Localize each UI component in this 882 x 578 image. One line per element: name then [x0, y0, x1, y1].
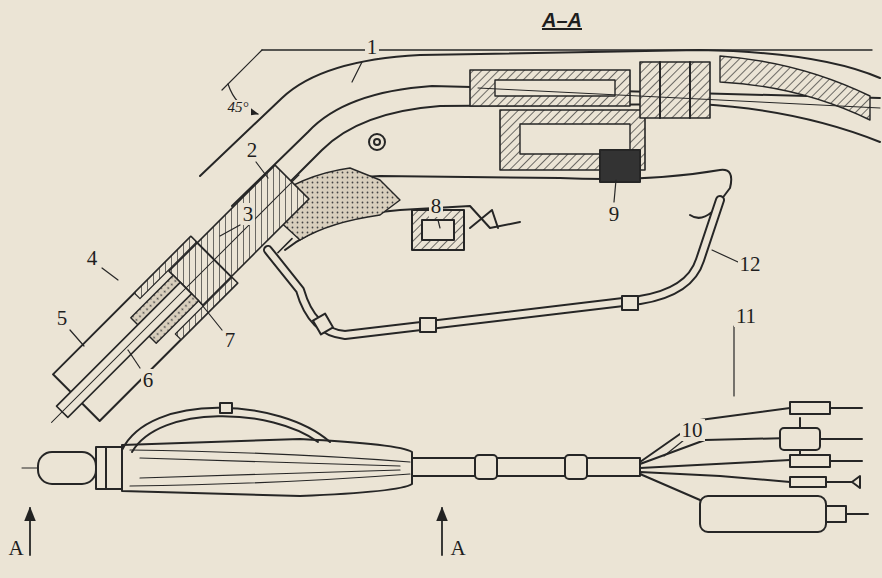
callout-number: 4: [85, 247, 100, 269]
cable-branch: [640, 408, 790, 500]
section-marker: A: [448, 537, 467, 559]
leader-line: [70, 62, 738, 456]
cable: [268, 200, 720, 335]
cylinder: [700, 496, 826, 532]
callout-number: 3: [241, 203, 256, 225]
nozzle-plan: [38, 452, 96, 484]
connector-part: [659, 62, 661, 118]
fitting: [826, 476, 860, 488]
clip: [622, 296, 638, 310]
screw: [374, 139, 380, 145]
callout-number: 7: [223, 329, 238, 351]
connector-part: [640, 62, 710, 118]
nozzle-ring: [105, 447, 107, 489]
trigger: [470, 210, 498, 228]
cable-loop: [132, 416, 318, 452]
clip: [220, 403, 232, 413]
connector-part: [689, 62, 691, 118]
fitting: [790, 477, 826, 487]
section-title: A–A: [540, 9, 584, 32]
callout-number: 9: [607, 203, 622, 225]
wire: [478, 88, 880, 108]
cylinder-valve: [826, 506, 868, 522]
nozzle-assembly: [28, 152, 327, 451]
connector-part: [470, 70, 630, 106]
clip: [313, 314, 333, 335]
section-arrow: [29, 508, 31, 555]
nut: [600, 150, 640, 182]
cable-plan: [412, 458, 640, 476]
reference-line: [262, 49, 872, 50]
callout-number: 8: [429, 195, 444, 217]
section-arrow: [441, 508, 443, 555]
callout-number: 12: [738, 253, 763, 275]
handle-plan: [122, 439, 412, 496]
fitting: [830, 460, 862, 462]
callout-number: 2: [245, 139, 260, 161]
fitting: [790, 455, 830, 467]
cable-loop: [122, 408, 330, 450]
callout-number: 10: [680, 419, 705, 441]
callout-number: 6: [141, 369, 156, 391]
cable-sleeve: [720, 56, 870, 120]
nozzle-ring: [96, 447, 122, 489]
clip: [420, 318, 436, 332]
handle-plan-line: [130, 450, 410, 486]
fitting: [800, 418, 862, 458]
callout-number: 11: [734, 305, 758, 327]
fitting: [830, 407, 862, 409]
switch: [422, 220, 454, 240]
fitting: [780, 428, 820, 450]
callout-number: 1: [365, 36, 380, 58]
angle-dimension: 45°: [226, 100, 251, 116]
coupler: [565, 455, 587, 479]
section-marker: A: [6, 537, 25, 559]
cable: [268, 200, 720, 335]
coupler: [475, 455, 497, 479]
callout-number: 5: [55, 307, 70, 329]
screw: [369, 134, 385, 150]
fitting: [790, 402, 830, 414]
